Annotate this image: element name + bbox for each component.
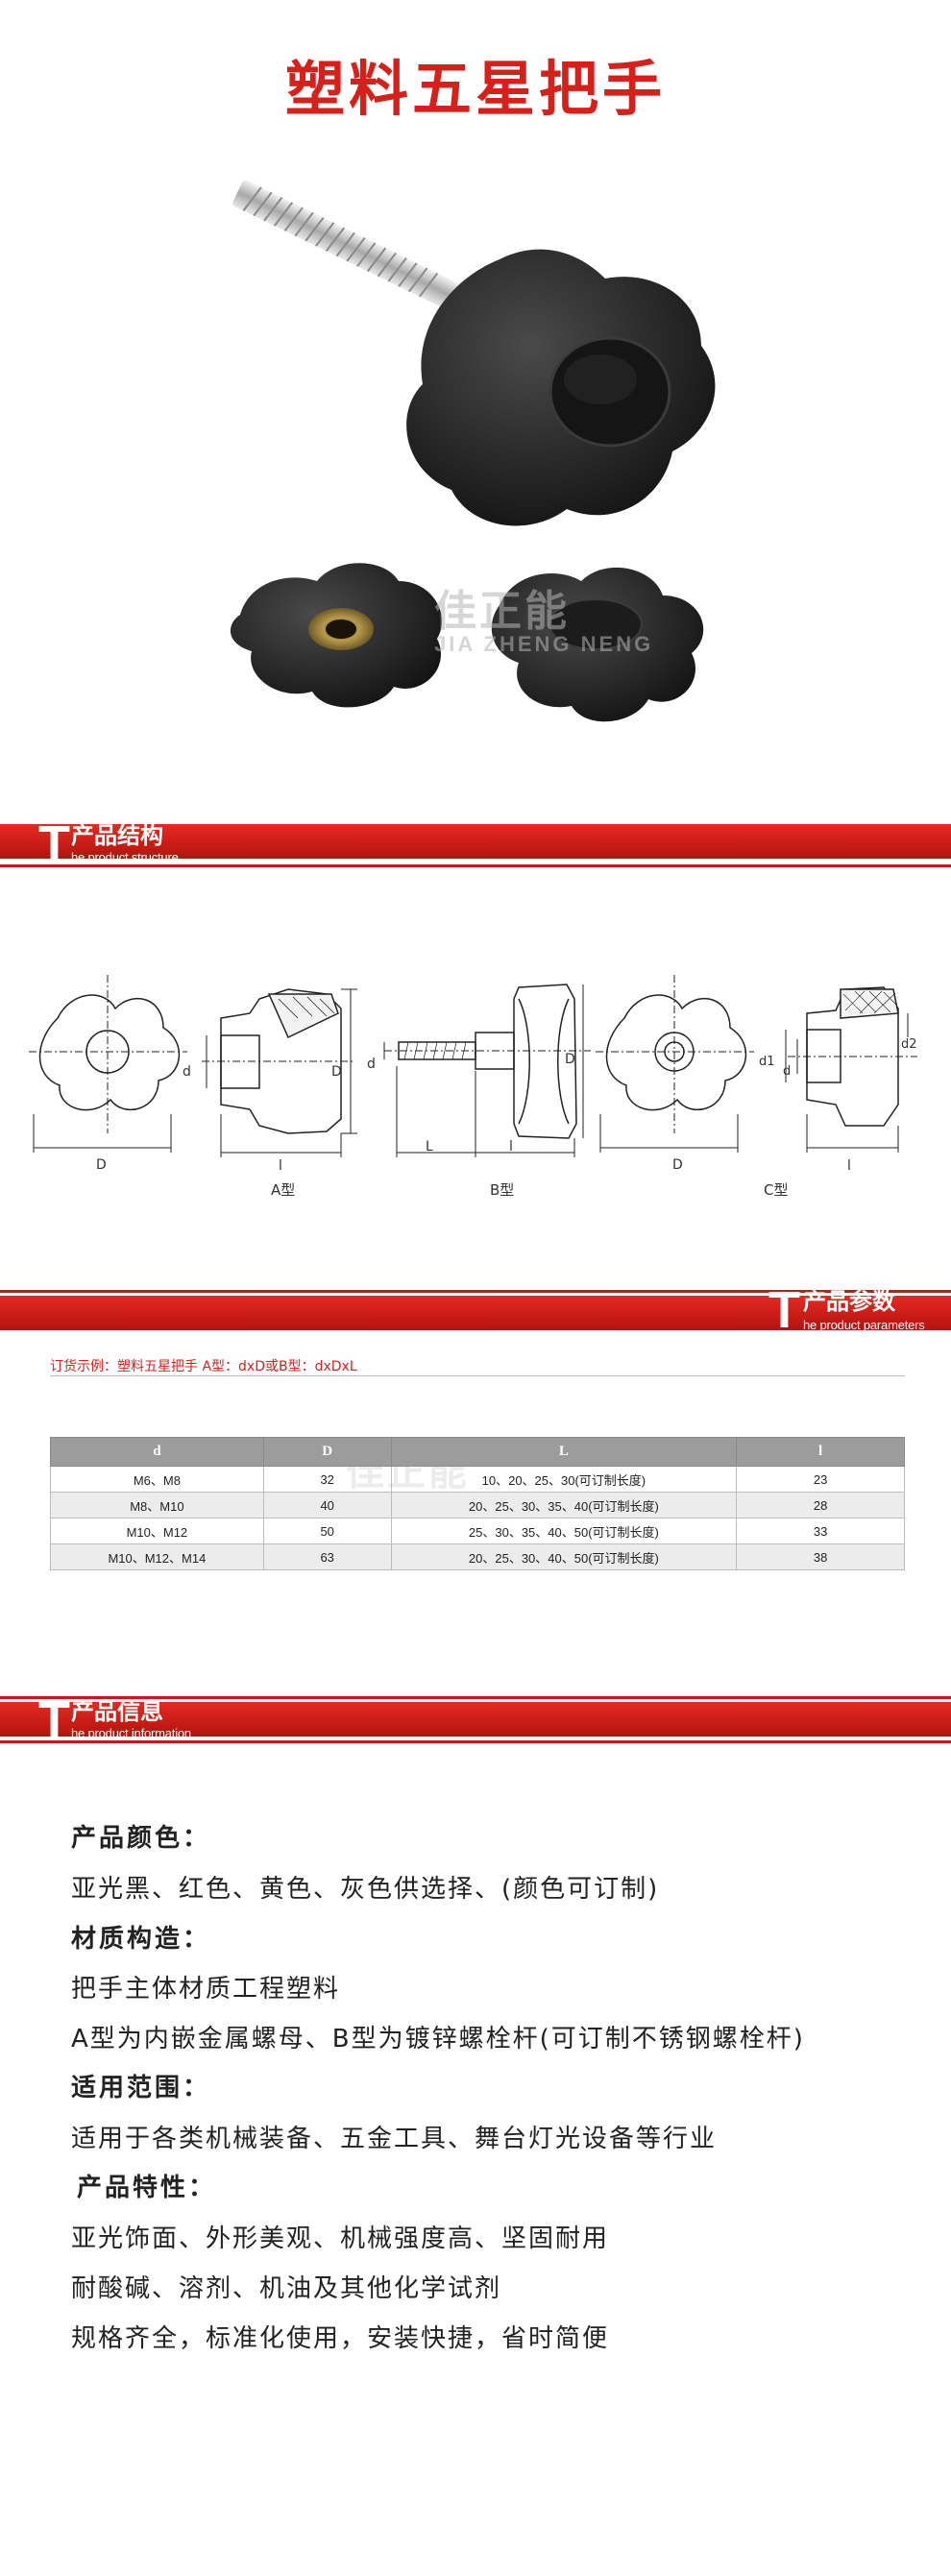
cell: M8、M10 xyxy=(50,1492,264,1519)
cell: M6、M8 xyxy=(50,1466,264,1493)
cell: 50 xyxy=(262,1518,392,1544)
dim-d2-c: d2 xyxy=(901,1037,917,1052)
dim-l-b: l xyxy=(509,1139,513,1154)
material-text-2: A型为内嵌金属螺母、B型为镀锌螺栓杆(可订制不锈钢螺栓杆) xyxy=(71,2025,805,2054)
material-heading: 材质构造： xyxy=(71,1925,211,1954)
section-banner-info: T 产品信息 he product information xyxy=(0,1689,951,1746)
table-row: M6、M8 32 10、20、25、30(可订制长度) 23 xyxy=(50,1466,905,1493)
banner-letter: T xyxy=(38,815,70,873)
section-banner-params: T 产品参数 he product parameters xyxy=(0,1282,951,1340)
cell: 63 xyxy=(262,1543,392,1570)
header-l: l xyxy=(736,1437,905,1467)
dim-L-b: L xyxy=(426,1139,433,1154)
label-b-type: B型 xyxy=(490,1181,515,1199)
feature-text-1: 亚光饰面、外形美观、机械强度高、坚固耐用 xyxy=(71,2224,610,2253)
cell: 23 xyxy=(736,1466,905,1493)
header-D: D xyxy=(262,1437,392,1467)
cell: 33 xyxy=(736,1518,905,1544)
table-row: M8、M10 40 20、25、30、35、40(可订制长度) 28 xyxy=(50,1492,905,1519)
scope-text: 适用于各类机械装备、五金工具、舞台灯光设备等行业 xyxy=(71,2125,718,2153)
banner-letter: T xyxy=(38,1691,70,1749)
banner-title: 产品信息 xyxy=(71,1698,163,1725)
product-photo xyxy=(230,180,716,722)
dim-d-b: d xyxy=(367,1057,376,1072)
color-heading: 产品颜色： xyxy=(71,1824,211,1853)
c-front-view xyxy=(605,994,746,1111)
cell: 20、25、30、35、40(可订制长度) xyxy=(390,1492,738,1519)
a-front-view xyxy=(38,994,180,1111)
parameter-table: d D L l M6、M8 32 10、20、25、30(可订制长度) 23 M… xyxy=(50,1437,905,1570)
banner-subtitle: he product structure xyxy=(71,850,179,864)
table-header-row: d D L l xyxy=(50,1437,905,1467)
cell: 25、30、35、40、50(可订制长度) xyxy=(390,1518,738,1544)
label-c-type: C型 xyxy=(764,1181,789,1199)
banner-title: 产品结构 xyxy=(71,822,163,849)
scope-heading: 适用范围： xyxy=(71,2074,211,2102)
dim-D-c: D xyxy=(672,1157,683,1173)
feature-heading: 产品特性： xyxy=(77,2174,217,2202)
cell: 10、20、25、30(可订制长度) xyxy=(390,1466,738,1493)
dim-D-b: D xyxy=(565,1052,575,1067)
cell: 20、25、30、40、50(可订制长度) xyxy=(390,1543,738,1570)
main-star-knob xyxy=(406,249,716,526)
dim-D-a: D xyxy=(96,1157,107,1173)
cell: M10、M12 xyxy=(50,1518,264,1544)
a-side-view xyxy=(220,988,342,1134)
divider xyxy=(50,1375,905,1376)
dim-l-c: l xyxy=(847,1158,851,1174)
table-row: M10、M12、M14 63 20、25、30、40、50(可订制长度) 38 xyxy=(50,1543,905,1570)
watermark-en: JIA ZHENG NENG xyxy=(434,632,654,656)
banner-title: 产品参数 xyxy=(803,1288,895,1315)
banner-subtitle: he product information xyxy=(71,1726,191,1740)
a-type-knob xyxy=(230,563,443,708)
feature-text-2: 耐酸碱、溶剂、机油及其他化学试剂 xyxy=(71,2274,502,2303)
cell: 40 xyxy=(262,1492,392,1519)
header-d: d xyxy=(50,1437,264,1467)
dim-d1-c: d1 xyxy=(759,1055,775,1069)
dim-d-c: d xyxy=(783,1064,792,1079)
dim-d-a: d xyxy=(183,1064,191,1080)
feature-text-3: 规格齐全，标准化使用，安装快捷，省时简便 xyxy=(71,2324,610,2353)
threaded-bolt xyxy=(232,180,494,327)
watermark-cn: 佳正能 xyxy=(434,588,570,635)
material-text-1: 把手主体材质工程塑料 xyxy=(71,1975,341,2004)
b-side-view xyxy=(513,984,577,1139)
page-title: 塑料五星把手 xyxy=(284,54,666,124)
order-example: 订货示例：塑料五星把手 A型：dxD或B型：dxDxL xyxy=(50,1359,357,1374)
banner-letter: T xyxy=(768,1281,800,1339)
banner-subtitle: he product parameters xyxy=(803,1318,925,1332)
cell: 28 xyxy=(736,1492,905,1519)
cell: M10、M12、M14 xyxy=(50,1543,264,1570)
structure-diagram xyxy=(29,975,917,1157)
cell: 38 xyxy=(736,1543,905,1570)
table-row: M10、M12 50 25、30、35、40、50(可订制长度) 33 xyxy=(50,1518,905,1544)
color-text: 亚光黑、红色、黄色、灰色供选择、(颜色可订制) xyxy=(71,1875,660,1904)
dim-l-a: l xyxy=(279,1158,282,1174)
b-type-knob xyxy=(491,567,704,722)
label-a-type: A型 xyxy=(271,1181,296,1199)
section-banner-structure: T 产品结构 he product structure xyxy=(0,816,951,874)
header-L: L xyxy=(390,1437,738,1467)
dim-D-a-side: D xyxy=(331,1064,342,1080)
cell: 32 xyxy=(262,1466,392,1493)
